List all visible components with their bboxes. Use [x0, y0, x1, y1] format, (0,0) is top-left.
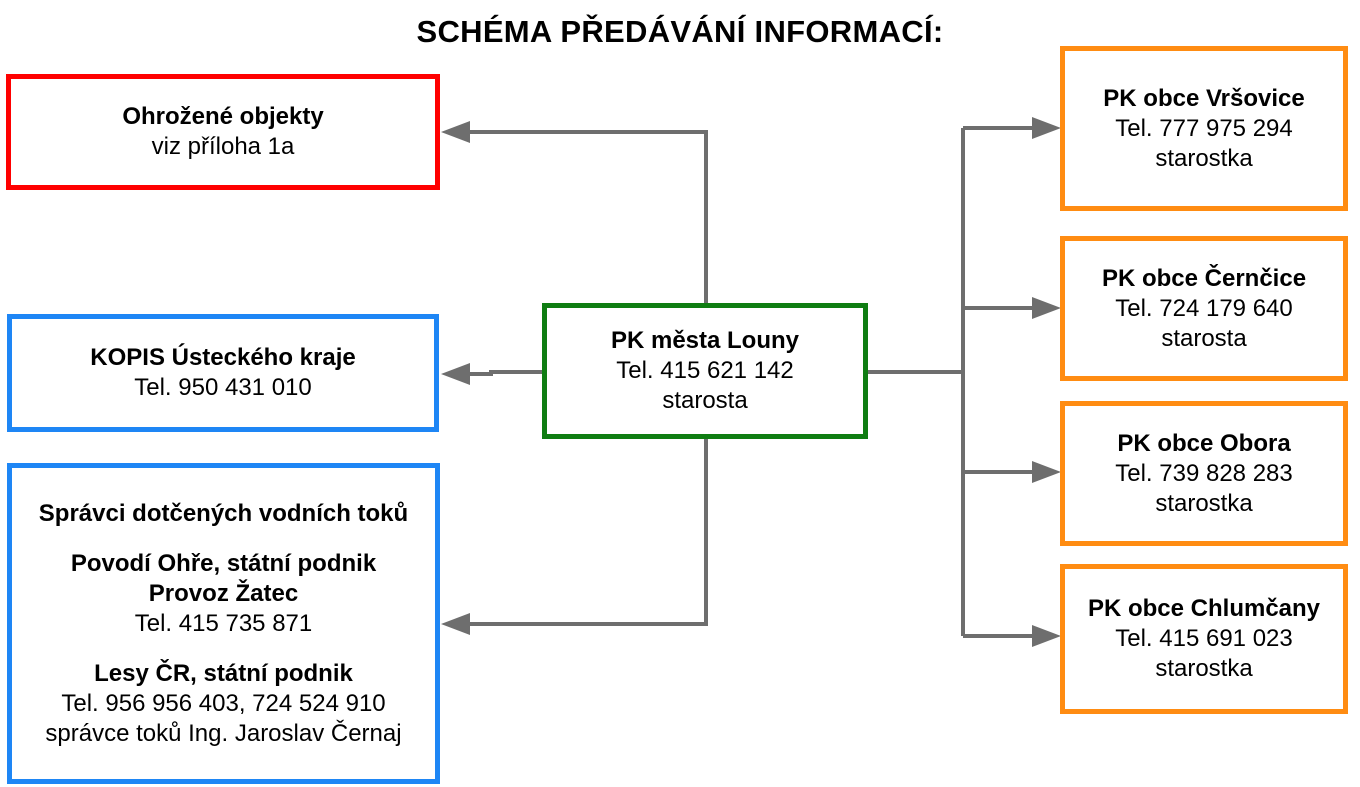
- municipality-phone: Tel. 777 975 294: [1115, 114, 1293, 142]
- arrowhead-vrsovice: [1032, 117, 1061, 139]
- box-kopis: KOPIS Ústeckého kraje Tel. 950 431 010: [7, 314, 439, 432]
- kopis-phone: Tel. 950 431 010: [134, 374, 312, 401]
- lesy-cr-name: Lesy ČR, státní podnik: [94, 659, 353, 687]
- box-obora: PK obce Obora Tel. 739 828 283 starostka: [1060, 401, 1348, 546]
- diagram-title: SCHÉMA PŘEDÁVÁNÍ INFORMACÍ:: [416, 14, 944, 49]
- municipality-role: starostka: [1155, 144, 1253, 172]
- povodi-ohre-name: Povodí Ohře, státní podnik: [70, 549, 377, 577]
- center-role: starosta: [662, 387, 748, 414]
- municipality-phone: Tel. 739 828 283: [1115, 459, 1293, 487]
- connector-center-to-objects: [448, 130, 708, 304]
- lesy-cr-phone: Tel. 956 956 403, 724 524 910: [61, 689, 386, 717]
- arrowhead-cerncice: [1032, 297, 1061, 319]
- center-phone: Tel. 415 621 142: [616, 357, 794, 384]
- lesy-cr-contact: správce toků Ing. Jaroslav Černaj: [45, 719, 402, 747]
- box-vrsovice: PK obce Vršovice Tel. 777 975 294 staros…: [1060, 46, 1348, 211]
- arrowhead-chlumcany: [1032, 625, 1061, 647]
- povodi-ohre-branch: Provoz Žatec: [148, 579, 299, 607]
- municipality-role: starosta: [1161, 324, 1247, 352]
- povodi-ohre-phone: Tel. 415 735 871: [134, 609, 313, 637]
- arrowhead-objects: [441, 121, 470, 143]
- arrowhead-water: [441, 613, 470, 635]
- municipality-name: PK obce Obora: [1117, 429, 1291, 457]
- box-chlumcany: PK obce Chlumčany Tel. 415 691 023 staro…: [1060, 564, 1348, 714]
- water-managers-heading: Správci dotčených vodních toků: [38, 499, 409, 527]
- threatened-objects-note: viz příloha 1a: [151, 133, 295, 160]
- municipality-name: PK obce Černčice: [1101, 264, 1307, 292]
- threatened-objects-name: Ohrožené objekty: [122, 103, 324, 130]
- municipality-phone: Tel. 724 179 640: [1115, 294, 1293, 322]
- box-center-louny: PK města Louny Tel. 415 621 142 starosta: [542, 303, 868, 439]
- municipality-role: starostka: [1155, 489, 1253, 517]
- municipality-name: PK obce Chlumčany: [1087, 595, 1321, 622]
- municipality-phone: Tel. 415 691 023: [1115, 625, 1293, 652]
- arrowhead-kopis: [441, 363, 470, 385]
- kopis-name: KOPIS Ústeckého kraje: [90, 344, 356, 371]
- box-cerncice: PK obce Černčice Tel. 724 179 640 staros…: [1060, 236, 1348, 381]
- municipality-role: starostka: [1155, 655, 1253, 682]
- connector-center-to-water: [448, 438, 708, 626]
- arrowhead-obora: [1032, 461, 1061, 483]
- box-water-managers: Správci dotčených vodních toků Povodí Oh…: [7, 463, 440, 784]
- municipality-name: PK obce Vršovice: [1103, 84, 1305, 112]
- center-name: PK města Louny: [610, 327, 800, 354]
- box-threatened-objects: Ohrožené objekty viz příloha 1a: [6, 74, 440, 190]
